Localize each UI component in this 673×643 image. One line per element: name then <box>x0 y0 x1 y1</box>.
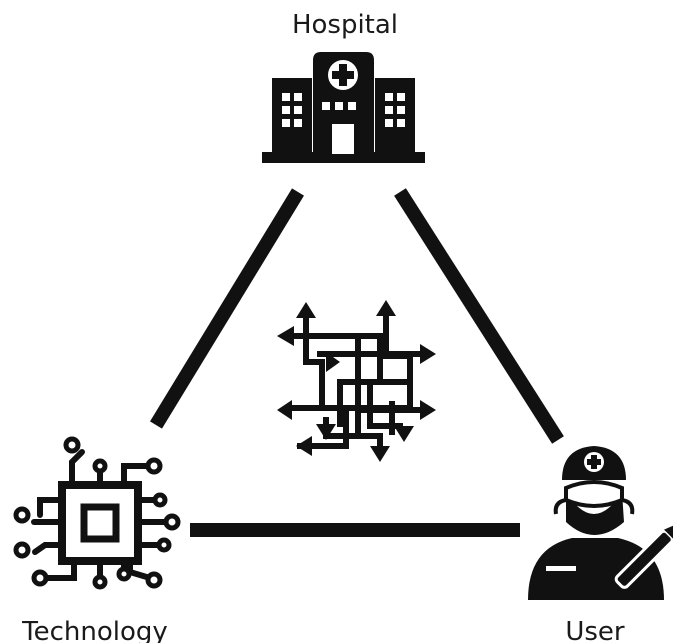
connector-lines <box>150 188 564 537</box>
hospital-user-line <box>394 188 564 444</box>
user-label: User <box>565 617 625 643</box>
complex-arrows-icon <box>277 300 436 462</box>
hospital-label: Hospital <box>292 10 398 40</box>
hospital-technology-line <box>150 188 304 429</box>
microchip-icon <box>13 436 181 590</box>
technology-label: Technology <box>21 617 168 643</box>
surgeon-icon <box>528 446 673 600</box>
hospital-icon <box>262 52 425 163</box>
